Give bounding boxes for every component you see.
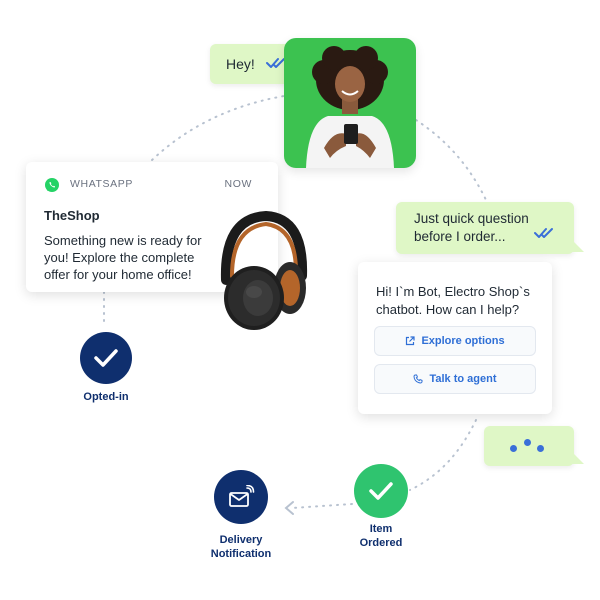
whatsapp-icon — [45, 178, 59, 192]
whatsapp-notification[interactable]: WHATSAPP NOW TheShop Something new is re… — [26, 162, 278, 292]
envelope-notification-icon — [229, 485, 255, 507]
customer-photo — [284, 38, 416, 168]
opted-in-step — [80, 332, 132, 384]
double-check-icon — [534, 228, 553, 238]
bubble-tail — [572, 240, 584, 252]
bot-message-line-1: Hi! I`m Bot, Electro Shop`s — [376, 284, 530, 299]
connector-top-left — [151, 95, 285, 161]
typing-indicator-bubble — [484, 426, 584, 466]
item-ordered-label-line-2: Ordered — [359, 537, 403, 549]
bubble-tail — [572, 452, 584, 464]
greeting-text: Hey! — [226, 56, 255, 72]
connector-bot-ordered — [409, 419, 477, 491]
delivery-label-line-2: Notification — [210, 548, 272, 560]
explore-options-label: Explore options — [421, 335, 505, 347]
arrow-left-icon — [284, 501, 294, 515]
chatbot-message-card: Hi! I`m Bot, Electro Shop`s chatbot. How… — [358, 262, 552, 414]
talk-to-agent-label: Talk to agent — [429, 373, 497, 385]
explore-options-button[interactable]: Explore options — [374, 326, 536, 356]
question-line-2: before I order... — [414, 229, 506, 244]
typing-dot — [510, 445, 517, 452]
notification-message-line-3: offer for your home office! — [44, 267, 192, 282]
talk-to-agent-button[interactable]: Talk to agent — [374, 364, 536, 394]
item-ordered-step — [354, 464, 408, 518]
notification-sender: TheShop — [44, 208, 100, 223]
question-bubble: Just quick question before I order... — [396, 202, 584, 254]
typing-dot — [537, 445, 544, 452]
notification-message-line-2: you! Explore the complete — [44, 250, 195, 265]
double-check-icon — [266, 58, 285, 68]
external-link-icon — [406, 336, 416, 346]
notification-time: NOW — [224, 178, 252, 190]
notification-app-name: WHATSAPP — [70, 178, 133, 190]
greeting-bubble: Hey! — [210, 44, 308, 84]
opted-in-label: Opted-in — [83, 391, 129, 403]
delivery-notification-step — [214, 470, 268, 524]
typing-dot — [524, 439, 531, 446]
phone-icon — [413, 374, 423, 384]
delivery-label-line-1: Delivery — [219, 534, 263, 546]
connector-ordered-delivery — [291, 503, 353, 509]
checkmark-icon — [369, 482, 393, 500]
question-line-1: Just quick question — [414, 211, 529, 226]
woman-with-phone-illustration — [306, 46, 394, 168]
notification-message-line-1: Something new is ready for — [44, 233, 202, 248]
checkmark-icon — [94, 349, 118, 367]
headphones-product-image — [220, 210, 308, 330]
item-ordered-label-line-1: Item — [369, 523, 393, 535]
connector-top-right — [415, 119, 487, 201]
bot-message-line-2: chatbot. How can I help? — [376, 302, 520, 317]
